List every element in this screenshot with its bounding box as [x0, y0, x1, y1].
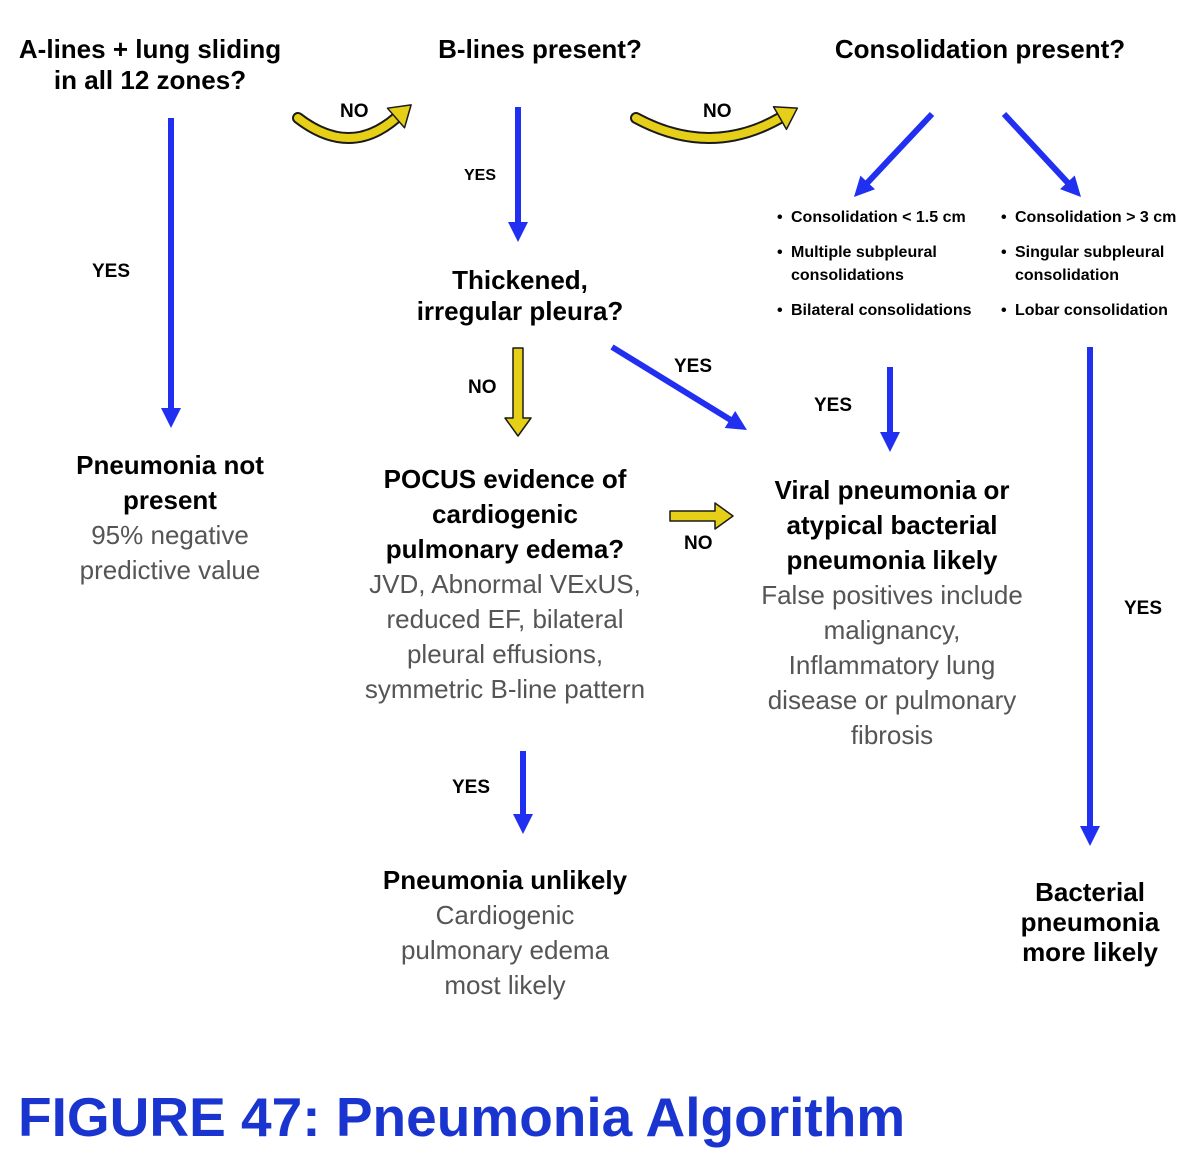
criteria-right-item-2-text: Singular subpleural consolidation: [1015, 244, 1165, 284]
node-pneumonia-not-present: Pneumonia not present 95% negative predi…: [20, 448, 320, 588]
node-pleura-line2: irregular pleura?: [416, 296, 624, 326]
node-pocus-line3: pulmonary edema?: [385, 534, 625, 564]
node-viral-sub5: fibrosis: [850, 720, 934, 750]
node-unlikely-sub1: Cardiogenic: [435, 900, 575, 930]
node-not-present-sub1: 95% negative: [91, 520, 249, 550]
node-bacterial-line1: Bacterial: [1035, 877, 1145, 907]
node-viral-line3: pneumonia likely: [786, 545, 998, 575]
label-yes-pocus: YES: [452, 777, 491, 798]
arrow-yes-pocus: [513, 751, 533, 834]
node-viral-line1: Viral pneumonia or: [774, 475, 1010, 505]
node-pneumonia-unlikely: Pneumonia unlikely Cardiogenic pulmonary…: [340, 863, 670, 1003]
label-no-pocus: NO: [684, 533, 713, 554]
node-viral-sub3: Inflammatory lung: [788, 650, 996, 680]
criteria-list-right: Consolidation > 3 cm Singular subpleural…: [1001, 206, 1176, 322]
arrow-no-pocus: [669, 502, 734, 530]
arrow-yes-large-consolidation: [1080, 347, 1100, 846]
node-viral-sub4: disease or pulmonary: [767, 685, 1017, 715]
node-b-lines-text: B-lines present?: [438, 34, 642, 64]
node-consolidation-text: Consolidation present?: [834, 34, 1126, 64]
arrow-no-a-to-b: [292, 104, 412, 144]
node-viral-sub1: False positives include: [761, 580, 1023, 610]
arrow-yes-a-lines: [161, 118, 181, 428]
node-not-present-sub2: predictive value: [79, 555, 261, 585]
node-a-lines-question: A-lines + lung sliding in all 12 zones?: [0, 34, 300, 96]
arrow-consolidation-to-large: [1001, 111, 1081, 197]
node-bacterial-line2: pneumonia: [1020, 907, 1160, 937]
arrow-yes-b-lines: [508, 107, 528, 242]
node-viral-sub2: malignancy,: [823, 615, 961, 645]
node-pocus-question: POCUS evidence of cardiogenic pulmonary …: [330, 462, 680, 707]
label-no-a-to-b: NO: [340, 101, 369, 122]
node-viral-line2: atypical bacterial: [786, 510, 998, 540]
node-a-lines-line1: A-lines + lung sliding: [18, 34, 282, 64]
node-consolidation-question: Consolidation present?: [800, 34, 1160, 65]
node-pleura-question: Thickened, irregular pleura?: [380, 265, 660, 327]
criteria-left-item-3-text: Bilateral consolidations: [791, 302, 972, 319]
criteria-right-item-3: Lobar consolidation: [1001, 299, 1176, 322]
label-yes-a-lines: YES: [92, 261, 131, 282]
node-unlikely-line1: Pneumonia unlikely: [382, 865, 628, 895]
node-b-lines-question: B-lines present?: [390, 34, 690, 65]
criteria-left-item-2: Multiple subpleural consolidations: [777, 241, 971, 287]
criteria-right-item-3-text: Lobar consolidation: [1015, 302, 1168, 319]
arrow-yes-pleura: [610, 344, 747, 430]
criteria-right-item-1-text: Consolidation > 3 cm: [1015, 209, 1177, 226]
label-yes-pleura: YES: [674, 356, 713, 377]
criteria-list-left: Consolidation < 1.5 cm Multiple subpleur…: [777, 206, 971, 322]
criteria-left-item-3: Bilateral consolidations: [777, 299, 971, 322]
criteria-right-item-1: Consolidation > 3 cm: [1001, 206, 1176, 229]
node-pocus-sub4: symmetric B-line pattern: [364, 674, 646, 704]
node-pocus-sub3: pleural effusions,: [406, 639, 604, 669]
node-pleura-line1: Thickened,: [452, 265, 588, 295]
node-bacterial-pneumonia: Bacterial pneumonia more likely: [990, 877, 1190, 967]
arrow-consolidation-to-small: [854, 111, 935, 197]
label-no-pleura: NO: [468, 377, 497, 398]
node-unlikely-sub3: most likely: [444, 970, 566, 1000]
label-no-b-to-consolidation: NO: [703, 101, 732, 122]
criteria-right-item-2: Singular subpleural consolidation: [1001, 241, 1176, 287]
arrow-yes-small-consolidation: [880, 367, 900, 452]
arrow-no-b-to-consolidation: [630, 105, 799, 144]
node-pocus-sub1: JVD, Abnormal VExUS,: [369, 569, 641, 599]
node-pocus-sub2: reduced EF, bilateral: [386, 604, 624, 634]
node-not-present-line1: Pneumonia not: [76, 450, 264, 480]
figure-title: FIGURE 47: Pneumonia Algorithm: [18, 1086, 906, 1148]
node-bacterial-line3: more likely: [1022, 937, 1158, 967]
criteria-left-item-1-text: Consolidation < 1.5 cm: [791, 209, 966, 226]
label-yes-small-consolidation: YES: [814, 395, 853, 416]
criteria-left-item-1: Consolidation < 1.5 cm: [777, 206, 971, 229]
node-pocus-line1: POCUS evidence of: [383, 464, 627, 494]
node-viral-pneumonia: Viral pneumonia or atypical bacterial pn…: [717, 473, 1067, 753]
node-pocus-line2: cardiogenic: [432, 499, 578, 529]
node-a-lines-line2: in all 12 zones?: [53, 65, 247, 95]
label-yes-large-consolidation: YES: [1124, 598, 1163, 619]
label-yes-b-lines: YES: [464, 167, 497, 184]
arrow-no-pleura: [504, 347, 532, 437]
criteria-left-item-2-text: Multiple subpleural consolidations: [791, 244, 937, 284]
node-unlikely-sub2: pulmonary edema: [400, 935, 610, 965]
node-not-present-line2: present: [123, 485, 217, 515]
